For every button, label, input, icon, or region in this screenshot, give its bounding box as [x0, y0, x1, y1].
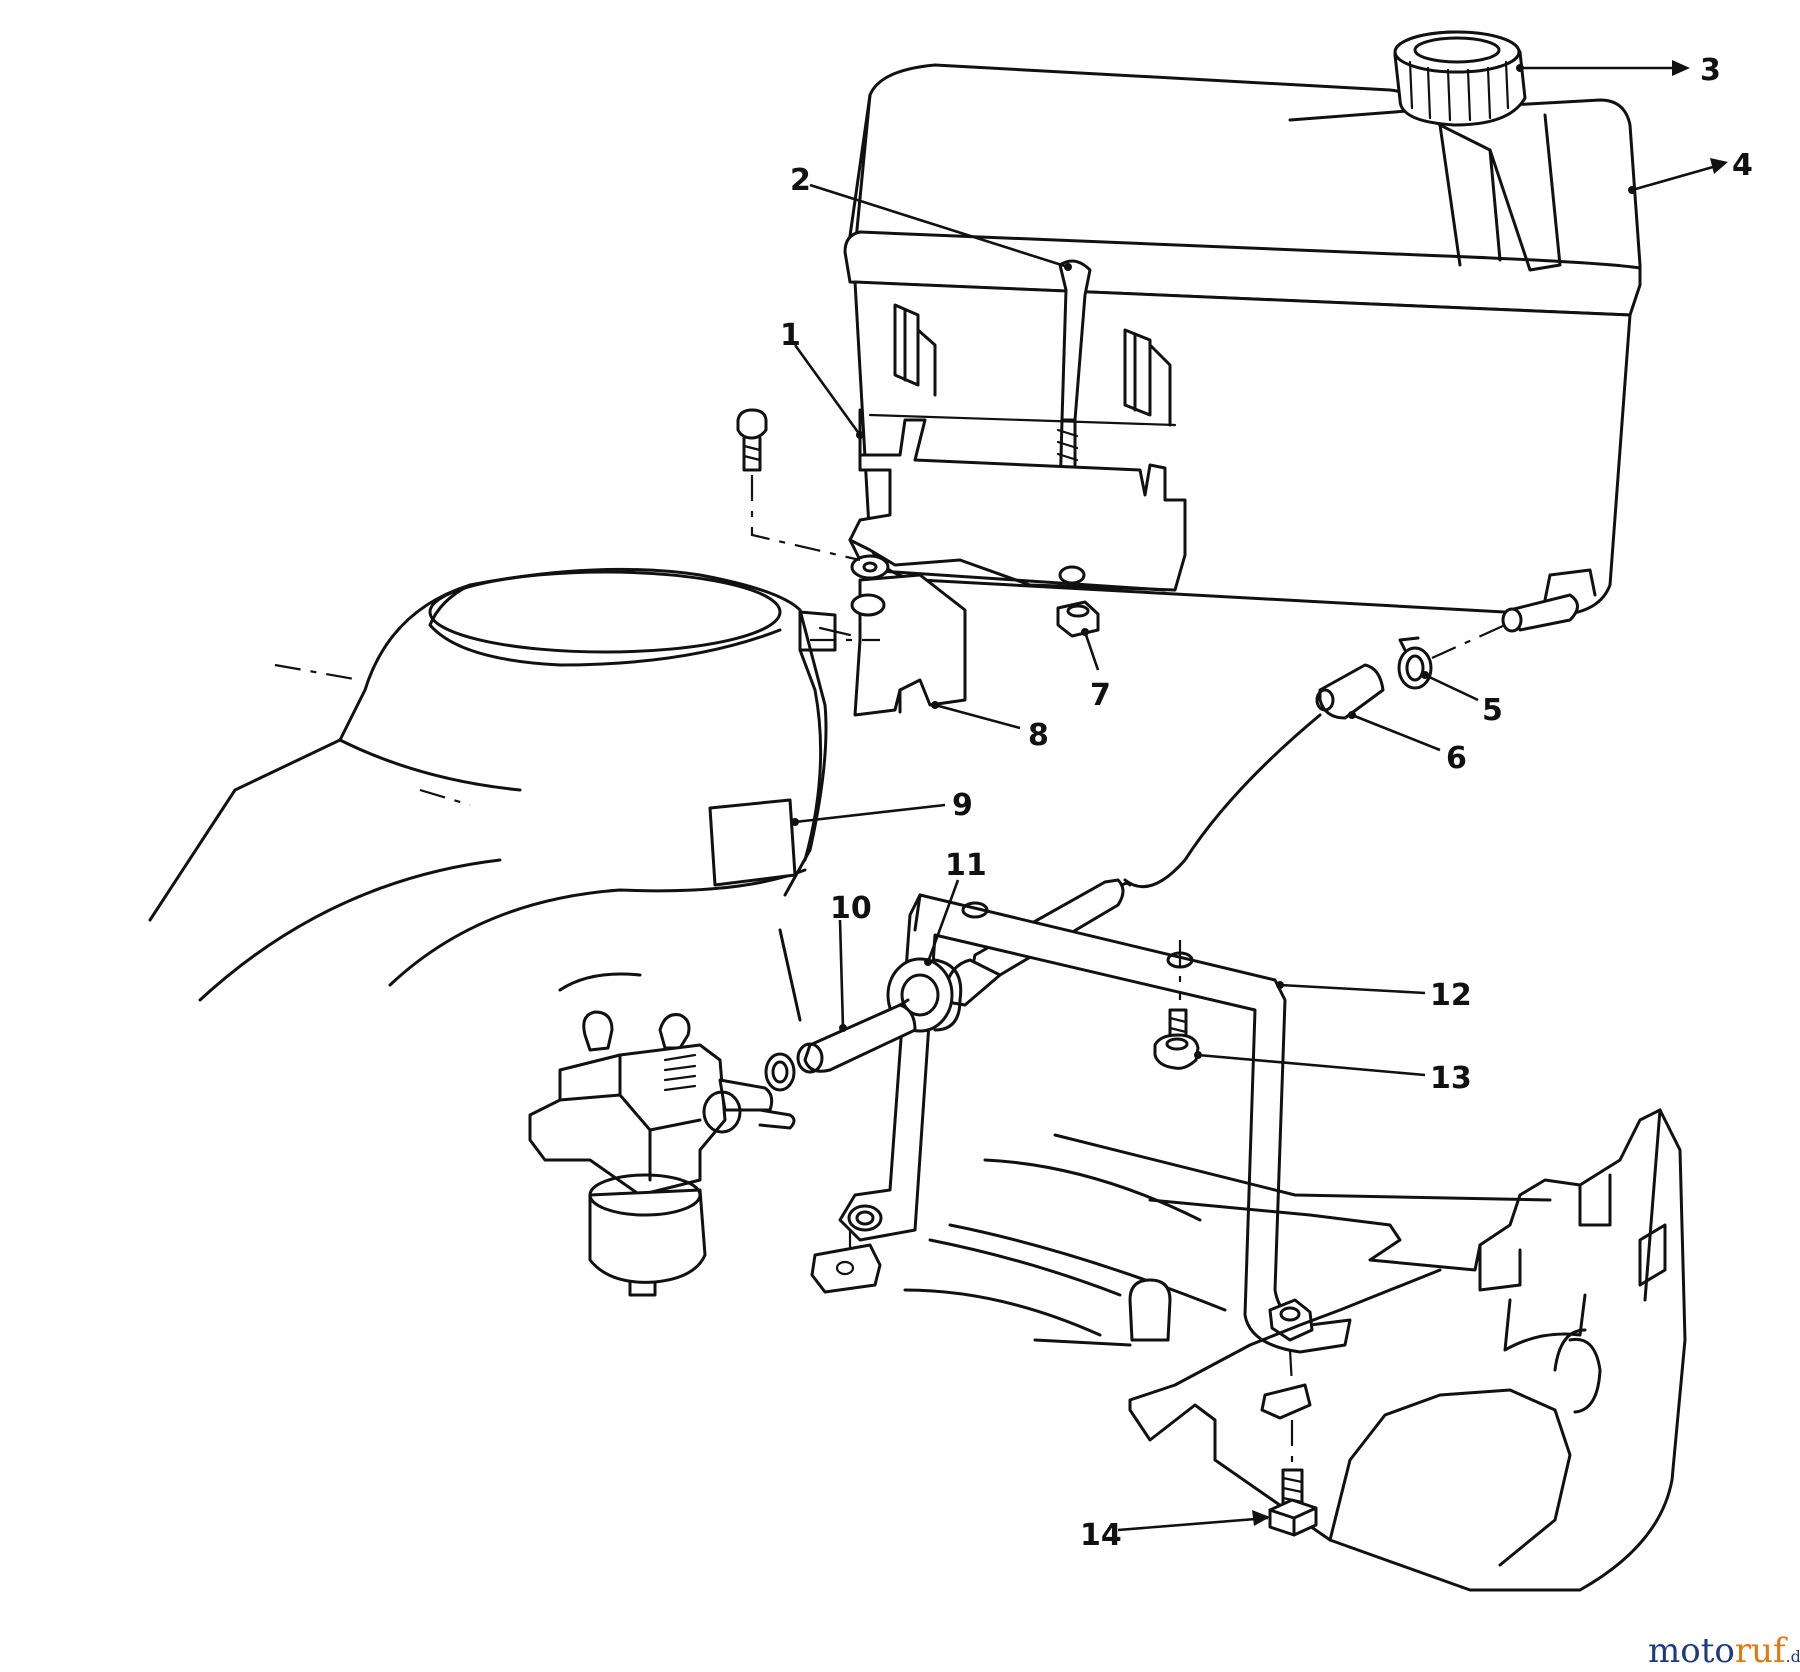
callout-14: 14: [1080, 1518, 1122, 1553]
hose-clamp-lower: [764, 1052, 796, 1092]
callout-13: 13: [1430, 1061, 1472, 1096]
mounting-bracket: [810, 573, 967, 717]
callout-labels: 1 2 3 4 5 6 7 8 9 10 11 12 13 14: [780, 53, 1753, 1553]
callout-2: 2: [790, 163, 811, 198]
tank-support-bracket: [838, 893, 1352, 1354]
mower-frame: [903, 1108, 1687, 1592]
bracket-bolt: [736, 408, 861, 562]
callout-4: 4: [1732, 148, 1753, 183]
callout-3: 3: [1700, 53, 1721, 88]
hex-nut: [1056, 600, 1100, 638]
watermark-logo: motoruf.de: [1648, 1631, 1800, 1671]
hose-section: [796, 998, 917, 1074]
callout-11: 11: [945, 848, 987, 883]
callout-5: 5: [1482, 693, 1503, 728]
bracket-spacer: [810, 1243, 882, 1294]
svg-text:motoruf.de: motoruf.de: [1648, 1631, 1800, 1671]
fuel-cap: [1393, 30, 1527, 127]
bracket-screw: [1153, 940, 1200, 1070]
callout-12: 12: [1430, 978, 1472, 1013]
callout-leaders: [791, 60, 1728, 1532]
callout-1: 1: [780, 318, 801, 353]
hex-bolt: [1268, 1468, 1318, 1537]
callout-8: 8: [1028, 718, 1049, 753]
engine-shroud: [148, 567, 852, 1022]
carburetor: [528, 1010, 796, 1297]
callout-10: 10: [830, 891, 872, 926]
callout-6: 6: [1446, 741, 1467, 776]
callout-7: 7: [1090, 678, 1111, 713]
hose-clamp-upper: [1397, 636, 1433, 690]
callout-9: 9: [952, 788, 973, 823]
